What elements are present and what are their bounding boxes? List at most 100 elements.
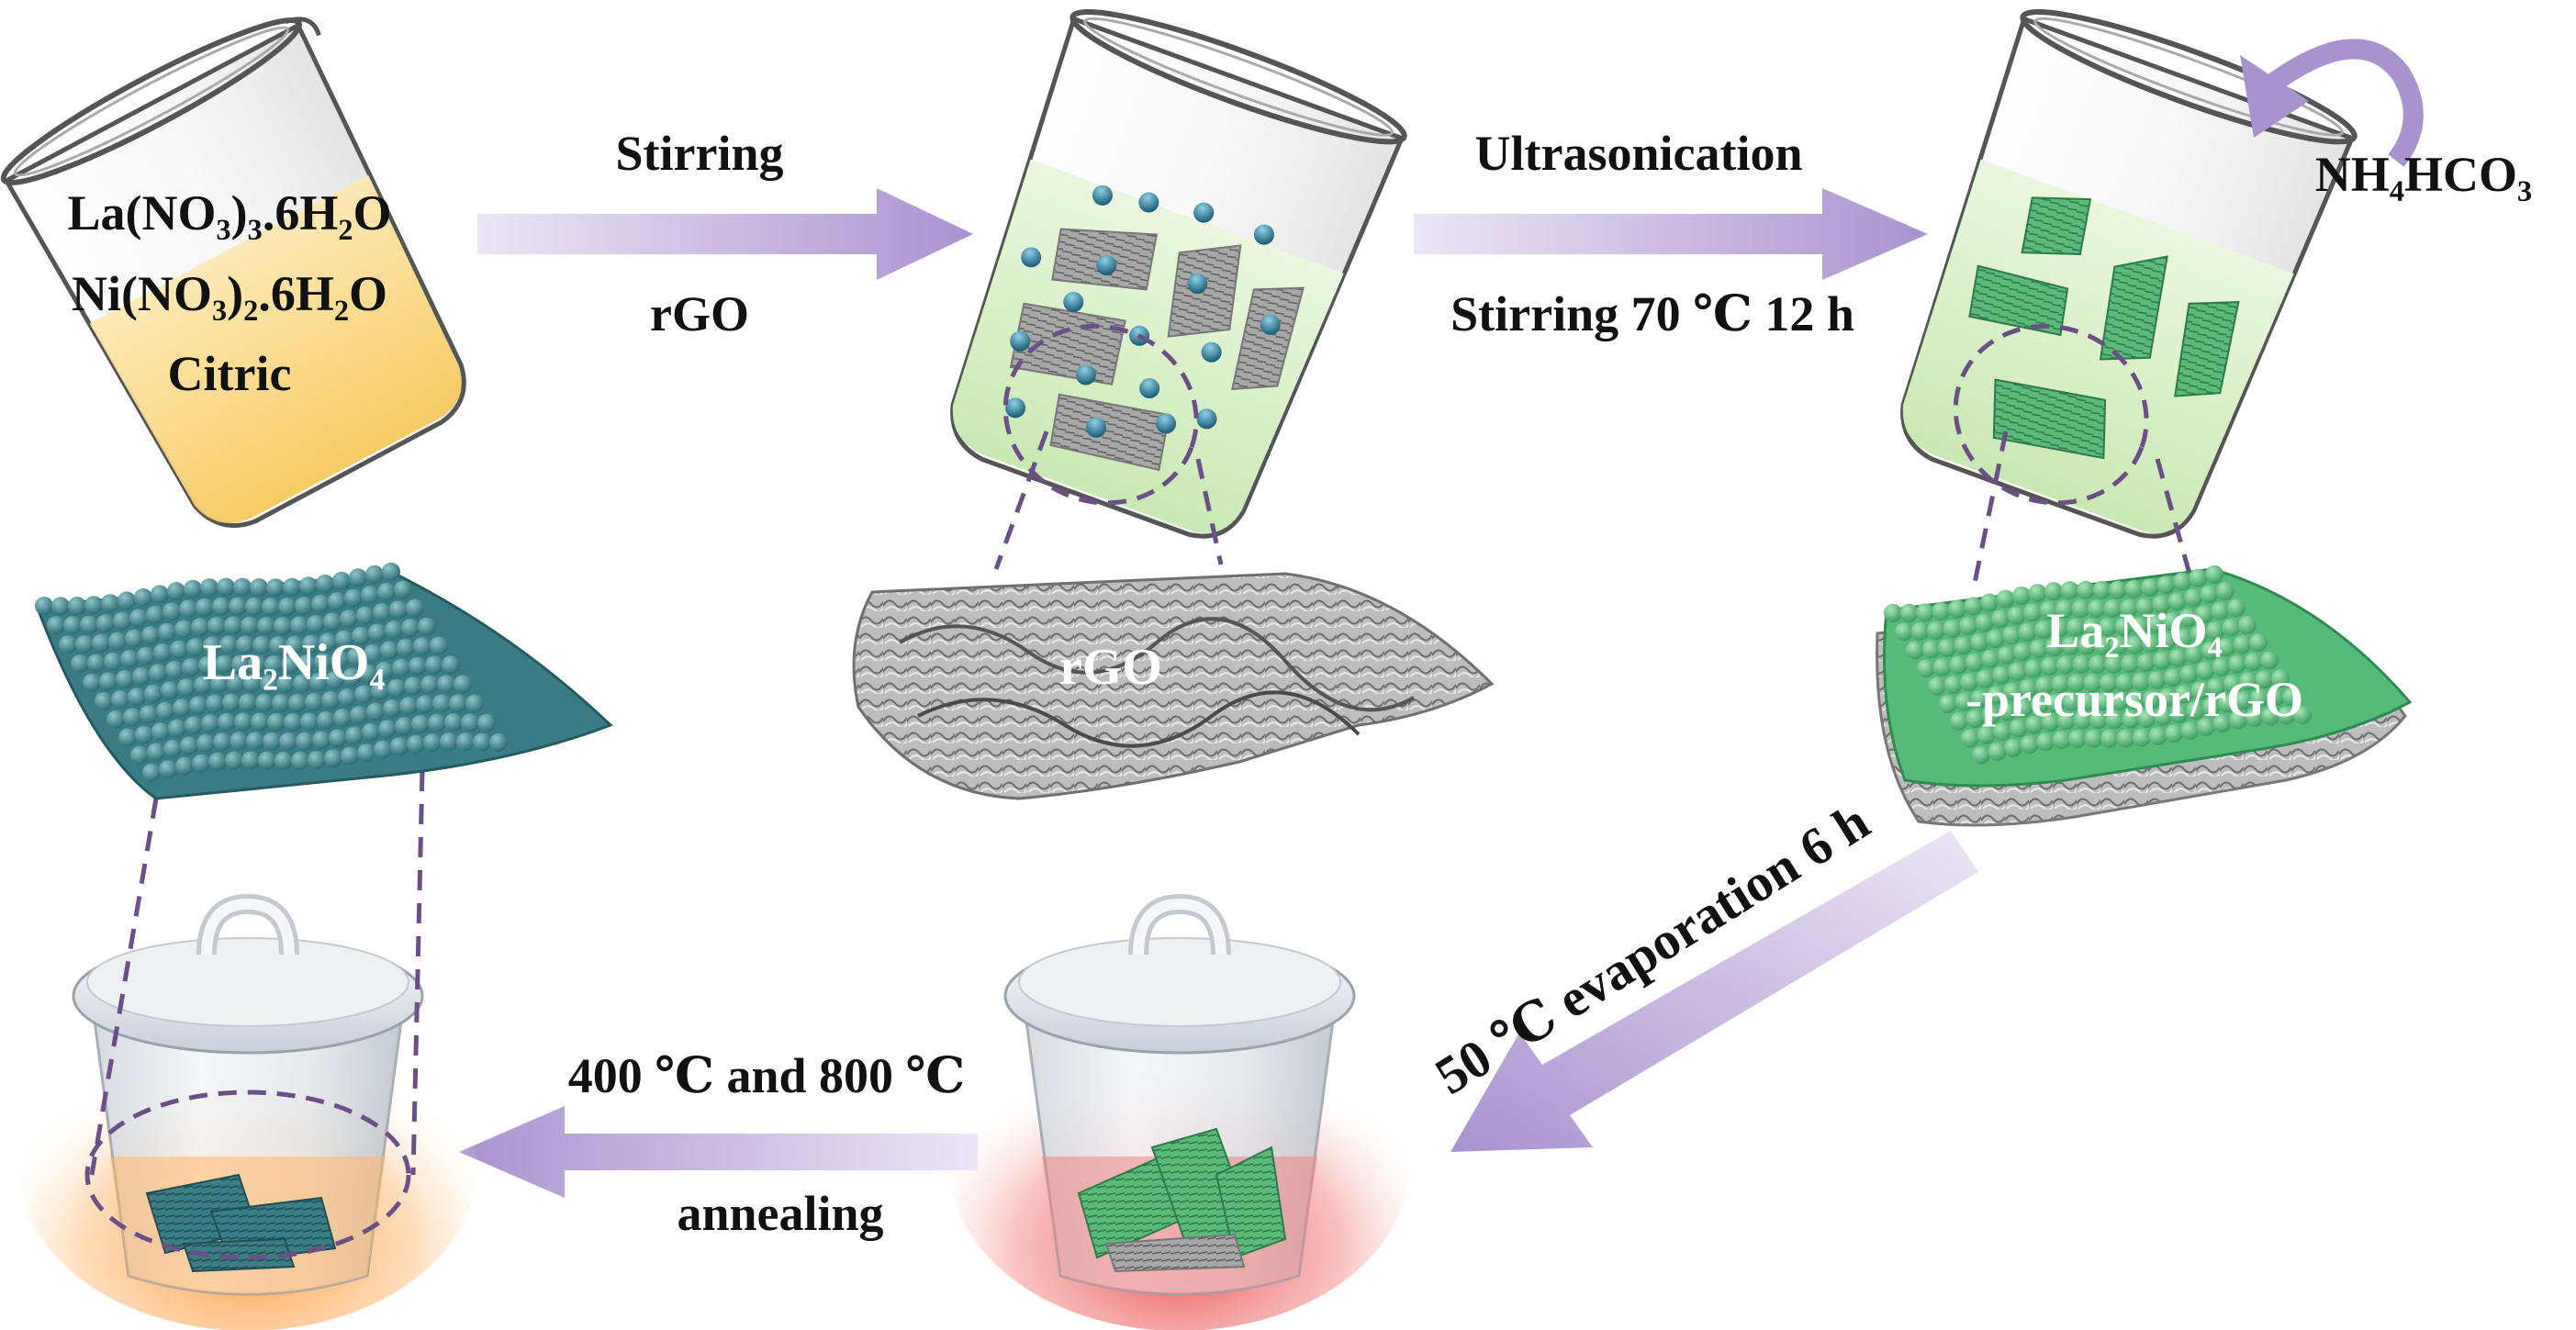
sphere bbox=[1966, 709, 1985, 728]
sphere bbox=[2018, 622, 2037, 642]
sphere bbox=[2178, 609, 2198, 628]
sphere bbox=[1992, 665, 2010, 685]
sphere bbox=[241, 616, 259, 635]
sphere bbox=[1943, 619, 1962, 638]
sphere bbox=[365, 564, 384, 584]
sphere bbox=[2201, 698, 2221, 717]
sphere bbox=[162, 602, 181, 621]
sphere bbox=[2009, 719, 2028, 738]
sphere bbox=[319, 632, 337, 652]
sphere bbox=[1899, 603, 1919, 622]
sphere bbox=[2116, 729, 2135, 748]
material-label-precursor-line1: La₂NiO₄ bbox=[2046, 603, 2222, 658]
sphere bbox=[281, 654, 299, 674]
sphere bbox=[207, 616, 226, 635]
annealed-product-flakes bbox=[145, 1173, 337, 1273]
sphere bbox=[389, 600, 408, 620]
sphere bbox=[1993, 722, 2011, 742]
sphere bbox=[2012, 586, 2031, 605]
sphere bbox=[2206, 621, 2224, 641]
sphere bbox=[2088, 599, 2106, 619]
sphere bbox=[179, 599, 197, 619]
sphere bbox=[258, 751, 276, 770]
sphere bbox=[2062, 692, 2081, 711]
rgo-sheet bbox=[852, 572, 1495, 800]
sphere bbox=[1971, 689, 1989, 709]
sphere bbox=[2100, 729, 2119, 748]
sphere bbox=[2103, 598, 2122, 618]
sphere bbox=[132, 666, 151, 686]
zoom-lines-product bbox=[89, 770, 425, 1176]
sphere bbox=[2190, 681, 2210, 700]
sphere bbox=[286, 635, 304, 654]
sphere bbox=[2045, 638, 2064, 657]
material-label-product: La₂NiO₄ bbox=[203, 634, 386, 691]
sphere bbox=[104, 652, 122, 671]
sphere bbox=[2137, 709, 2156, 728]
sphere bbox=[151, 585, 169, 604]
green-solution bbox=[952, 159, 1344, 533]
zoom-circle bbox=[1002, 323, 1199, 506]
sphere bbox=[2004, 738, 2022, 757]
sphere bbox=[473, 732, 491, 752]
sphere bbox=[2057, 711, 2076, 731]
sphere bbox=[116, 670, 134, 689]
sphere bbox=[213, 732, 231, 752]
sphere bbox=[2238, 616, 2257, 635]
sphere bbox=[2156, 576, 2176, 595]
sphere bbox=[2013, 643, 2032, 662]
sphere bbox=[141, 626, 160, 645]
sphere bbox=[2035, 676, 2054, 696]
sphere bbox=[2211, 601, 2230, 620]
sphere bbox=[274, 751, 293, 770]
sphere bbox=[465, 694, 484, 713]
sphere bbox=[2207, 677, 2225, 697]
sphere bbox=[2239, 672, 2257, 691]
sphere bbox=[246, 732, 264, 751]
sphere bbox=[231, 654, 250, 674]
sphere bbox=[140, 705, 158, 724]
sphere bbox=[329, 729, 347, 748]
sphere bbox=[1970, 633, 1988, 653]
sphere bbox=[194, 676, 212, 695]
crucible-annealing bbox=[18, 893, 477, 1330]
sphere bbox=[401, 619, 420, 638]
sphere bbox=[106, 710, 125, 729]
sphere bbox=[371, 681, 389, 700]
sphere bbox=[2218, 694, 2236, 713]
beaker-precursor-solution bbox=[0, 17, 466, 529]
sphere bbox=[366, 702, 385, 721]
sphere bbox=[328, 592, 346, 611]
sphere bbox=[147, 743, 165, 762]
sphere bbox=[356, 606, 375, 625]
sphere bbox=[380, 641, 398, 660]
sphere bbox=[153, 643, 172, 662]
sphere bbox=[267, 712, 286, 732]
sphere bbox=[1965, 653, 1984, 672]
sphere bbox=[87, 654, 106, 673]
sphere bbox=[125, 629, 143, 648]
sphere bbox=[283, 577, 301, 597]
sphere bbox=[134, 587, 152, 607]
sphere bbox=[250, 578, 268, 598]
sphere bbox=[340, 609, 358, 629]
sphere bbox=[1932, 657, 1952, 676]
sphere bbox=[316, 574, 334, 593]
zoom-lines-precursor bbox=[1971, 430, 2192, 588]
sphere bbox=[118, 591, 136, 610]
sphere bbox=[1938, 638, 1956, 657]
sphere bbox=[233, 577, 252, 597]
sphere bbox=[2164, 668, 2182, 687]
sphere bbox=[2089, 710, 2108, 730]
material-label-rgo: rGO bbox=[1059, 639, 1162, 696]
sphere bbox=[2271, 669, 2290, 688]
sphere bbox=[2008, 662, 2027, 681]
sphere bbox=[2260, 651, 2279, 670]
sphere bbox=[245, 597, 263, 616]
sphere bbox=[1928, 676, 1946, 696]
sphere bbox=[1910, 621, 1930, 641]
sphere bbox=[2055, 599, 2074, 619]
sphere bbox=[297, 654, 316, 674]
sphere bbox=[2205, 564, 2223, 584]
sphere bbox=[2173, 572, 2191, 591]
